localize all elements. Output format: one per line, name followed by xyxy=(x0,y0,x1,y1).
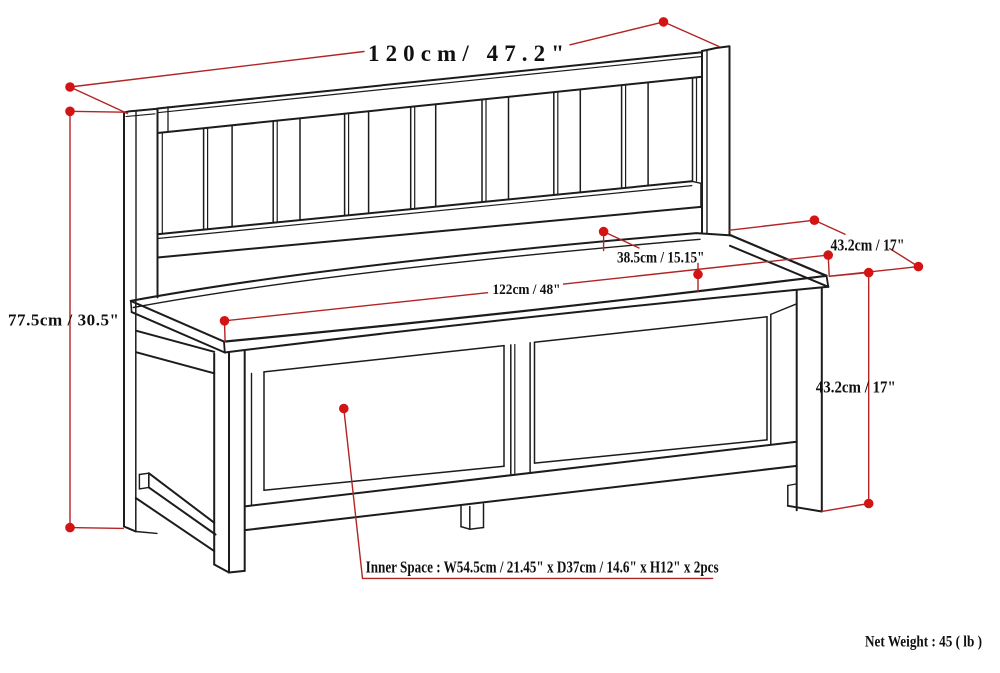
svg-text:122cm / 48": 122cm / 48" xyxy=(493,282,561,298)
svg-text:77.5cm / 30.5": 77.5cm / 30.5" xyxy=(8,311,119,330)
svg-text:Net Weight : 45 ( lb ): Net Weight : 45 ( lb ) xyxy=(865,634,982,651)
svg-text:38.5cm / 15.15": 38.5cm / 15.15" xyxy=(617,250,705,267)
svg-text:Inner Space : W54.5cm / 21.45": Inner Space : W54.5cm / 21.45" x D37cm /… xyxy=(366,557,719,576)
svg-text:43.2cm / 17": 43.2cm / 17" xyxy=(816,378,896,397)
svg-text:43.2cm / 17": 43.2cm / 17" xyxy=(831,236,905,255)
